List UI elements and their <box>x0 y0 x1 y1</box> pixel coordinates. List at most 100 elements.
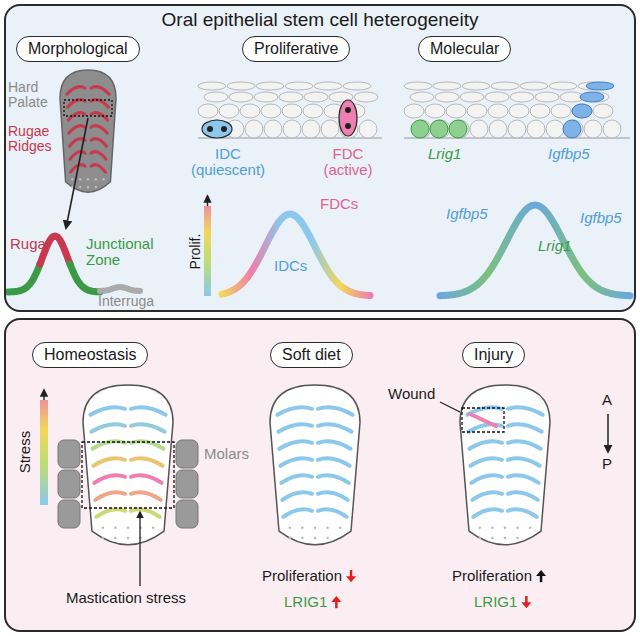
cell <box>404 104 424 118</box>
cell <box>261 104 281 118</box>
annotation-label: P <box>602 456 612 472</box>
header-label: Soft diet <box>282 346 341 364</box>
cell <box>546 120 564 138</box>
cell <box>470 120 488 138</box>
soft-palate-dot <box>102 537 105 540</box>
ruga-ridge <box>131 509 160 517</box>
annotation-label: Rugae Ridges <box>8 124 58 154</box>
ruga-ridge <box>318 424 352 432</box>
header-pill: Injury <box>462 342 525 368</box>
palate-outline <box>460 385 550 545</box>
ruga-ridge <box>508 509 537 517</box>
annotation-label: Wound <box>388 386 435 402</box>
ruga-ridge <box>131 424 165 432</box>
ruga-ridge <box>91 165 105 173</box>
cell <box>435 92 459 102</box>
cell <box>283 120 301 138</box>
zoom-box <box>64 100 112 116</box>
cell <box>467 104 487 118</box>
change-arrow <box>525 596 528 603</box>
soft-palate-dot <box>479 527 482 530</box>
ruga-ridge <box>91 126 107 134</box>
cell <box>584 120 602 138</box>
ruga-ridge <box>93 458 125 466</box>
cell <box>219 104 239 118</box>
soft-palate-dot <box>504 527 507 530</box>
cell <box>510 92 534 102</box>
annotation-label: Lrig1 <box>428 146 461 162</box>
cell <box>302 120 320 138</box>
cell <box>535 92 559 102</box>
cell <box>282 104 302 118</box>
panel-ground <box>5 5 635 311</box>
cell <box>279 92 303 102</box>
cell <box>359 120 377 138</box>
cell <box>404 82 432 90</box>
prolif-arrow <box>207 196 208 206</box>
ruga-ridge <box>318 475 349 483</box>
header-label: Morphological <box>28 40 128 58</box>
ruga-ridge <box>318 407 353 415</box>
ruga-ridge <box>318 441 351 449</box>
idc-cell <box>202 120 232 138</box>
annotation-label: Lrig1 <box>538 238 571 254</box>
mastication-leader <box>139 512 140 586</box>
change-arrowhead <box>331 596 341 602</box>
soft-palate-dot <box>326 537 329 540</box>
cell <box>485 92 509 102</box>
soft-palate-dot <box>71 178 74 181</box>
cell <box>198 82 226 90</box>
ruga-ridge <box>508 458 540 466</box>
wound <box>470 414 496 426</box>
change-arrow <box>540 575 543 582</box>
cell <box>285 82 313 90</box>
cell <box>549 82 577 90</box>
panel: HomeostasisSoft dietInjury <box>4 318 636 632</box>
soft-palate-dot <box>127 537 130 540</box>
cell <box>527 120 545 138</box>
cell <box>204 92 228 102</box>
ruga-ridge <box>473 509 502 517</box>
cell <box>489 120 507 138</box>
wound-leader <box>440 402 460 412</box>
soft-palate-dot <box>127 527 130 530</box>
annotation-label: Prolif. <box>188 234 203 270</box>
ruga-ridge <box>131 475 162 483</box>
cell <box>425 104 445 118</box>
soft-palate-dot <box>314 537 317 540</box>
change-arrowhead <box>521 602 531 608</box>
soft-palate-dot <box>301 537 304 540</box>
epithelium <box>198 82 382 138</box>
cell <box>520 82 548 90</box>
ruga-ridge <box>91 139 107 147</box>
header-pill: Soft diet <box>270 342 353 368</box>
palate <box>60 70 116 192</box>
cell <box>508 120 526 138</box>
ruga-ridge <box>472 492 502 500</box>
nucleus <box>221 126 227 132</box>
header-label: Molecular <box>430 40 499 58</box>
igfbp5-cell <box>572 104 592 118</box>
ruga-ridge <box>67 100 85 108</box>
soft-palate-dot <box>301 527 304 530</box>
ruga-ridge <box>469 441 502 449</box>
igfbp5-cell <box>580 92 604 102</box>
stress-region-box <box>82 442 174 508</box>
ruga-ridge <box>281 475 312 483</box>
cell <box>303 104 323 118</box>
prolif-bar <box>204 206 211 296</box>
annotation-label: Hard Palate <box>8 80 58 110</box>
ruga-ridge <box>508 475 539 483</box>
soft-palate-dot <box>314 527 317 530</box>
ruga-ridge <box>318 492 348 500</box>
soft-palate-dot <box>87 186 90 189</box>
annotation-label: Ruga <box>10 236 46 252</box>
stress-arrow <box>43 390 44 400</box>
annotation-label: Stress <box>17 431 33 474</box>
soft-palate-dot <box>479 537 482 540</box>
epithelium <box>404 82 630 138</box>
palate-outline <box>83 385 173 545</box>
header-label: Injury <box>474 346 513 364</box>
ruga-ridge <box>70 152 85 160</box>
soft-palate-dot <box>114 537 117 540</box>
